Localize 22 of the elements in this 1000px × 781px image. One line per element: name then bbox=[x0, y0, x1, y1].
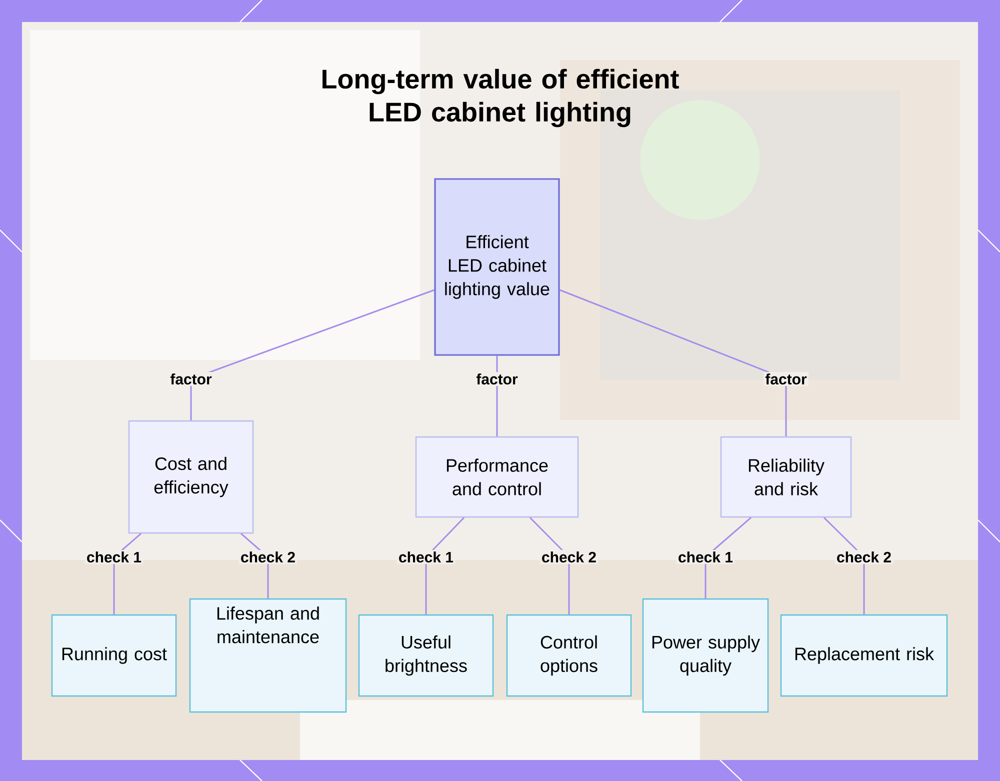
connector bbox=[560, 289, 787, 436]
factor-box: Cost and efficiency bbox=[128, 420, 254, 534]
check-box: Lifespan and maintenance bbox=[189, 598, 347, 713]
check-box: Replacement risk bbox=[780, 614, 948, 697]
edge-label: factor bbox=[764, 372, 808, 386]
check-box: Power supply quality bbox=[642, 598, 769, 713]
edge-label: check 2 bbox=[238, 550, 298, 564]
edge-label: check 1 bbox=[84, 550, 144, 564]
title: Long-term value of efficient LED cabinet lighting bbox=[322, 68, 679, 128]
edge-label: factor bbox=[168, 372, 214, 386]
edge-label: check 1 bbox=[396, 550, 456, 564]
connector bbox=[190, 289, 434, 420]
edge-label: factor bbox=[474, 372, 520, 386]
root-box: Efficient LED cabinet lighting value bbox=[434, 178, 560, 356]
edge-label: check 1 bbox=[676, 550, 735, 564]
edge-label: check 2 bbox=[835, 550, 894, 564]
factor-box: Reliability and risk bbox=[720, 436, 852, 518]
check-box: Running cost bbox=[51, 614, 177, 697]
factor-box: Performance and control bbox=[415, 436, 579, 518]
check-box: Control options bbox=[506, 614, 632, 697]
check-box: Useful brightness bbox=[358, 614, 494, 697]
edge-label: check 2 bbox=[540, 550, 598, 564]
